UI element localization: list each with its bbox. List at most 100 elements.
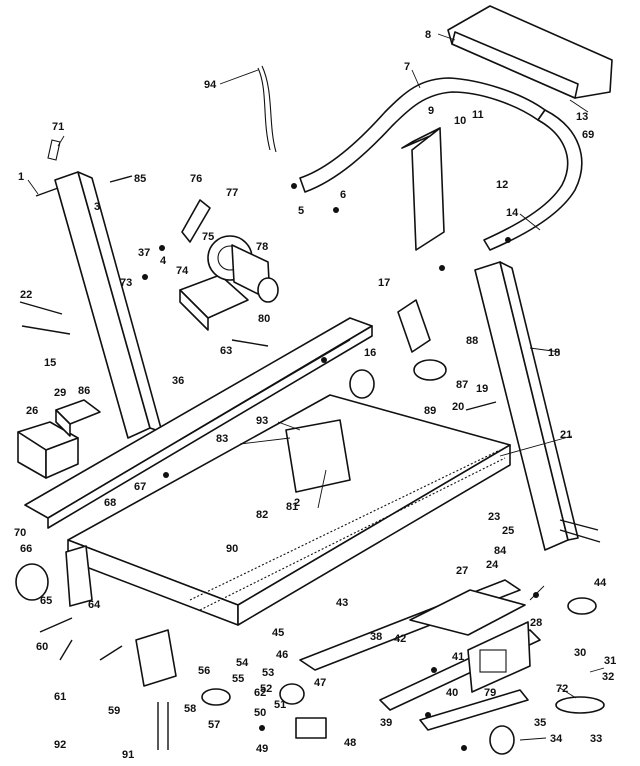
label-81: 81 (286, 501, 298, 513)
small-parts (19, 175, 601, 751)
label-2: 2 (294, 497, 300, 509)
motor-assembly (179, 199, 279, 331)
label-28: 28 (530, 617, 542, 629)
label-91: 91 (122, 749, 134, 761)
label-54: 54 (236, 657, 249, 669)
part-labels: 1 2 3 4 5 6 7 8 9 10 11 12 13 14 15 16 1… (14, 29, 616, 761)
label-92: 92 (54, 739, 66, 751)
handle-clip (47, 139, 61, 161)
label-20: 20 (452, 401, 464, 413)
label-7: 7 (404, 61, 410, 73)
label-34: 34 (550, 733, 563, 745)
label-74: 74 (176, 265, 189, 277)
label-94: 94 (204, 79, 217, 91)
label-88: 88 (466, 335, 478, 347)
console (447, 5, 613, 99)
label-4a: 4 (160, 255, 167, 267)
label-36: 36 (172, 375, 184, 387)
right-upright-post (474, 261, 579, 551)
label-48: 48 (344, 737, 356, 749)
label-82: 82 (256, 509, 268, 521)
label-26: 26 (26, 405, 38, 417)
label-32: 32 (602, 671, 614, 683)
label-75: 75 (202, 231, 214, 243)
label-53: 53 (262, 667, 274, 679)
label-13: 13 (576, 111, 588, 123)
label-64: 64 (88, 599, 101, 611)
label-22: 22 (20, 289, 32, 301)
left-upright-post (54, 171, 163, 439)
label-6: 6 (340, 189, 346, 201)
label-50: 50 (254, 707, 266, 719)
label-21: 21 (560, 429, 572, 441)
label-73: 73 (120, 277, 132, 289)
label-15: 15 (44, 357, 56, 369)
label-40: 40 (446, 687, 458, 699)
label-77: 77 (226, 187, 238, 199)
label-58: 58 (184, 703, 196, 715)
label-66: 66 (20, 543, 32, 555)
label-93: 93 (256, 415, 268, 427)
label-61: 61 (54, 691, 66, 703)
label-78: 78 (256, 241, 268, 253)
label-76: 76 (190, 173, 202, 185)
label-33: 33 (590, 733, 602, 745)
walking-deck (67, 394, 511, 626)
motor-hood (17, 399, 101, 479)
label-55: 55 (232, 673, 244, 685)
label-25: 25 (502, 525, 514, 537)
label-38: 38 (370, 631, 382, 643)
leader-lines (27, 33, 605, 741)
label-35: 35 (534, 717, 546, 729)
label-10: 10 (454, 115, 466, 127)
label-43: 43 (336, 597, 348, 609)
label-89: 89 (424, 405, 436, 417)
frame-rail (24, 317, 373, 529)
label-16: 16 (364, 347, 376, 359)
label-37: 37 (138, 247, 150, 259)
label-14: 14 (506, 207, 519, 219)
label-46: 46 (276, 649, 288, 661)
label-17: 17 (378, 277, 390, 289)
label-18: 18 (548, 347, 560, 359)
label-56: 56 (198, 665, 210, 677)
label-24: 24 (486, 559, 499, 571)
label-85: 85 (134, 173, 146, 185)
label-27: 27 (456, 565, 468, 577)
label-31: 31 (604, 655, 616, 667)
label-90: 90 (226, 543, 238, 555)
label-80: 80 (258, 313, 270, 325)
label-5: 5 (298, 205, 304, 217)
label-8: 8 (425, 29, 431, 41)
handlebar (299, 77, 583, 251)
label-63: 63 (220, 345, 232, 357)
label-87: 87 (456, 379, 468, 391)
label-19: 19 (476, 383, 488, 395)
label-11: 11 (472, 109, 484, 121)
label-42: 42 (394, 633, 406, 645)
label-67: 67 (134, 481, 146, 493)
label-69: 69 (582, 129, 594, 141)
label-62: 62 (254, 687, 266, 699)
label-9: 9 (428, 105, 434, 117)
label-47: 47 (314, 677, 326, 689)
label-41: 41 (452, 651, 464, 663)
label-86: 86 (78, 385, 90, 397)
label-70: 70 (14, 527, 26, 539)
label-1: 1 (18, 171, 24, 183)
label-44: 44 (594, 577, 607, 589)
label-12: 12 (496, 179, 508, 191)
label-68: 68 (104, 497, 116, 509)
label-23: 23 (488, 511, 500, 523)
label-52: 52 (260, 683, 272, 695)
label-84: 84 (494, 545, 507, 557)
label-71: 71 (52, 121, 64, 133)
label-59: 59 (108, 705, 120, 717)
label-3: 3 (94, 201, 100, 213)
front-panel (409, 589, 531, 693)
label-39: 39 (380, 717, 392, 729)
label-30: 30 (574, 647, 586, 659)
label-51: 51 (274, 699, 286, 711)
